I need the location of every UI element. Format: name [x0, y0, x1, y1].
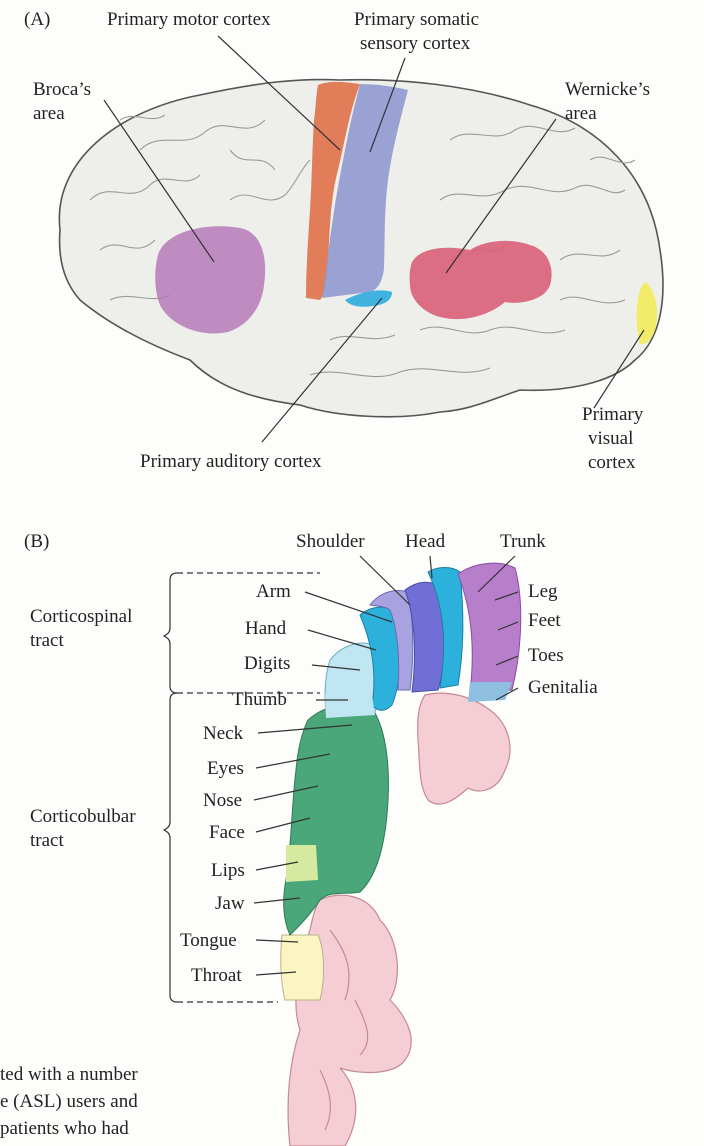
throat-region — [281, 935, 324, 1000]
label-corticobulbar-line-2: tract — [30, 829, 64, 853]
label-visual-line-3: cortex — [588, 451, 635, 475]
label-arm: Arm — [256, 580, 291, 604]
label-shoulder: Shoulder — [296, 530, 365, 554]
label-jaw: Jaw — [215, 892, 245, 916]
label-hand: Hand — [245, 617, 286, 641]
label-somatic-line-2: sensory cortex — [360, 32, 470, 56]
label-eyes: Eyes — [207, 757, 244, 781]
label-corticospinal-line-1: Corticospinal — [30, 605, 132, 629]
cortex-section-illustration — [164, 556, 521, 1146]
body-text-line-2: e (ASL) users and — [0, 1090, 138, 1114]
label-trunk: Trunk — [500, 530, 546, 554]
label-visual-line-1: Primary — [582, 403, 643, 427]
label-somatic-line-1: Primary somatic — [354, 8, 479, 32]
label-broca-line-1: Broca’s — [33, 78, 91, 102]
genitalia-region — [468, 682, 512, 702]
label-throat: Throat — [191, 964, 242, 988]
label-tongue: Tongue — [180, 929, 237, 953]
label-head: Head — [405, 530, 445, 554]
label-thumb: Thumb — [232, 688, 287, 712]
label-neck: Neck — [203, 722, 243, 746]
label-visual-line-2: visual — [588, 427, 633, 451]
label-leg: Leg — [528, 580, 558, 604]
label-wernicke-line-1: Wernicke’s — [565, 78, 650, 102]
body-text-line-1: ted with a number — [0, 1063, 138, 1087]
thumb-region — [325, 695, 375, 718]
label-corticospinal-line-2: tract — [30, 629, 64, 653]
label-primary-motor-cortex: Primary motor cortex — [107, 8, 271, 32]
trunk-region — [458, 563, 521, 692]
label-toes: Toes — [528, 644, 564, 668]
label-face: Face — [209, 821, 245, 845]
label-genitalia: Genitalia — [528, 676, 598, 700]
right-pink-lobe — [418, 693, 510, 804]
label-feet: Feet — [528, 609, 561, 633]
label-wernicke-line-2: area — [565, 102, 597, 126]
body-text-line-3: patients who had — [0, 1117, 129, 1141]
panel-a-label: (A) — [24, 8, 50, 32]
label-corticobulbar-line-1: Corticobulbar — [30, 805, 136, 829]
label-broca-line-2: area — [33, 102, 65, 126]
label-primary-auditory-cortex: Primary auditory cortex — [140, 450, 322, 474]
label-nose: Nose — [203, 789, 242, 813]
label-lips: Lips — [211, 859, 245, 883]
panel-b-label: (B) — [24, 530, 49, 554]
label-digits: Digits — [244, 652, 290, 676]
lower-section — [288, 895, 411, 1146]
broca-region — [155, 226, 265, 333]
